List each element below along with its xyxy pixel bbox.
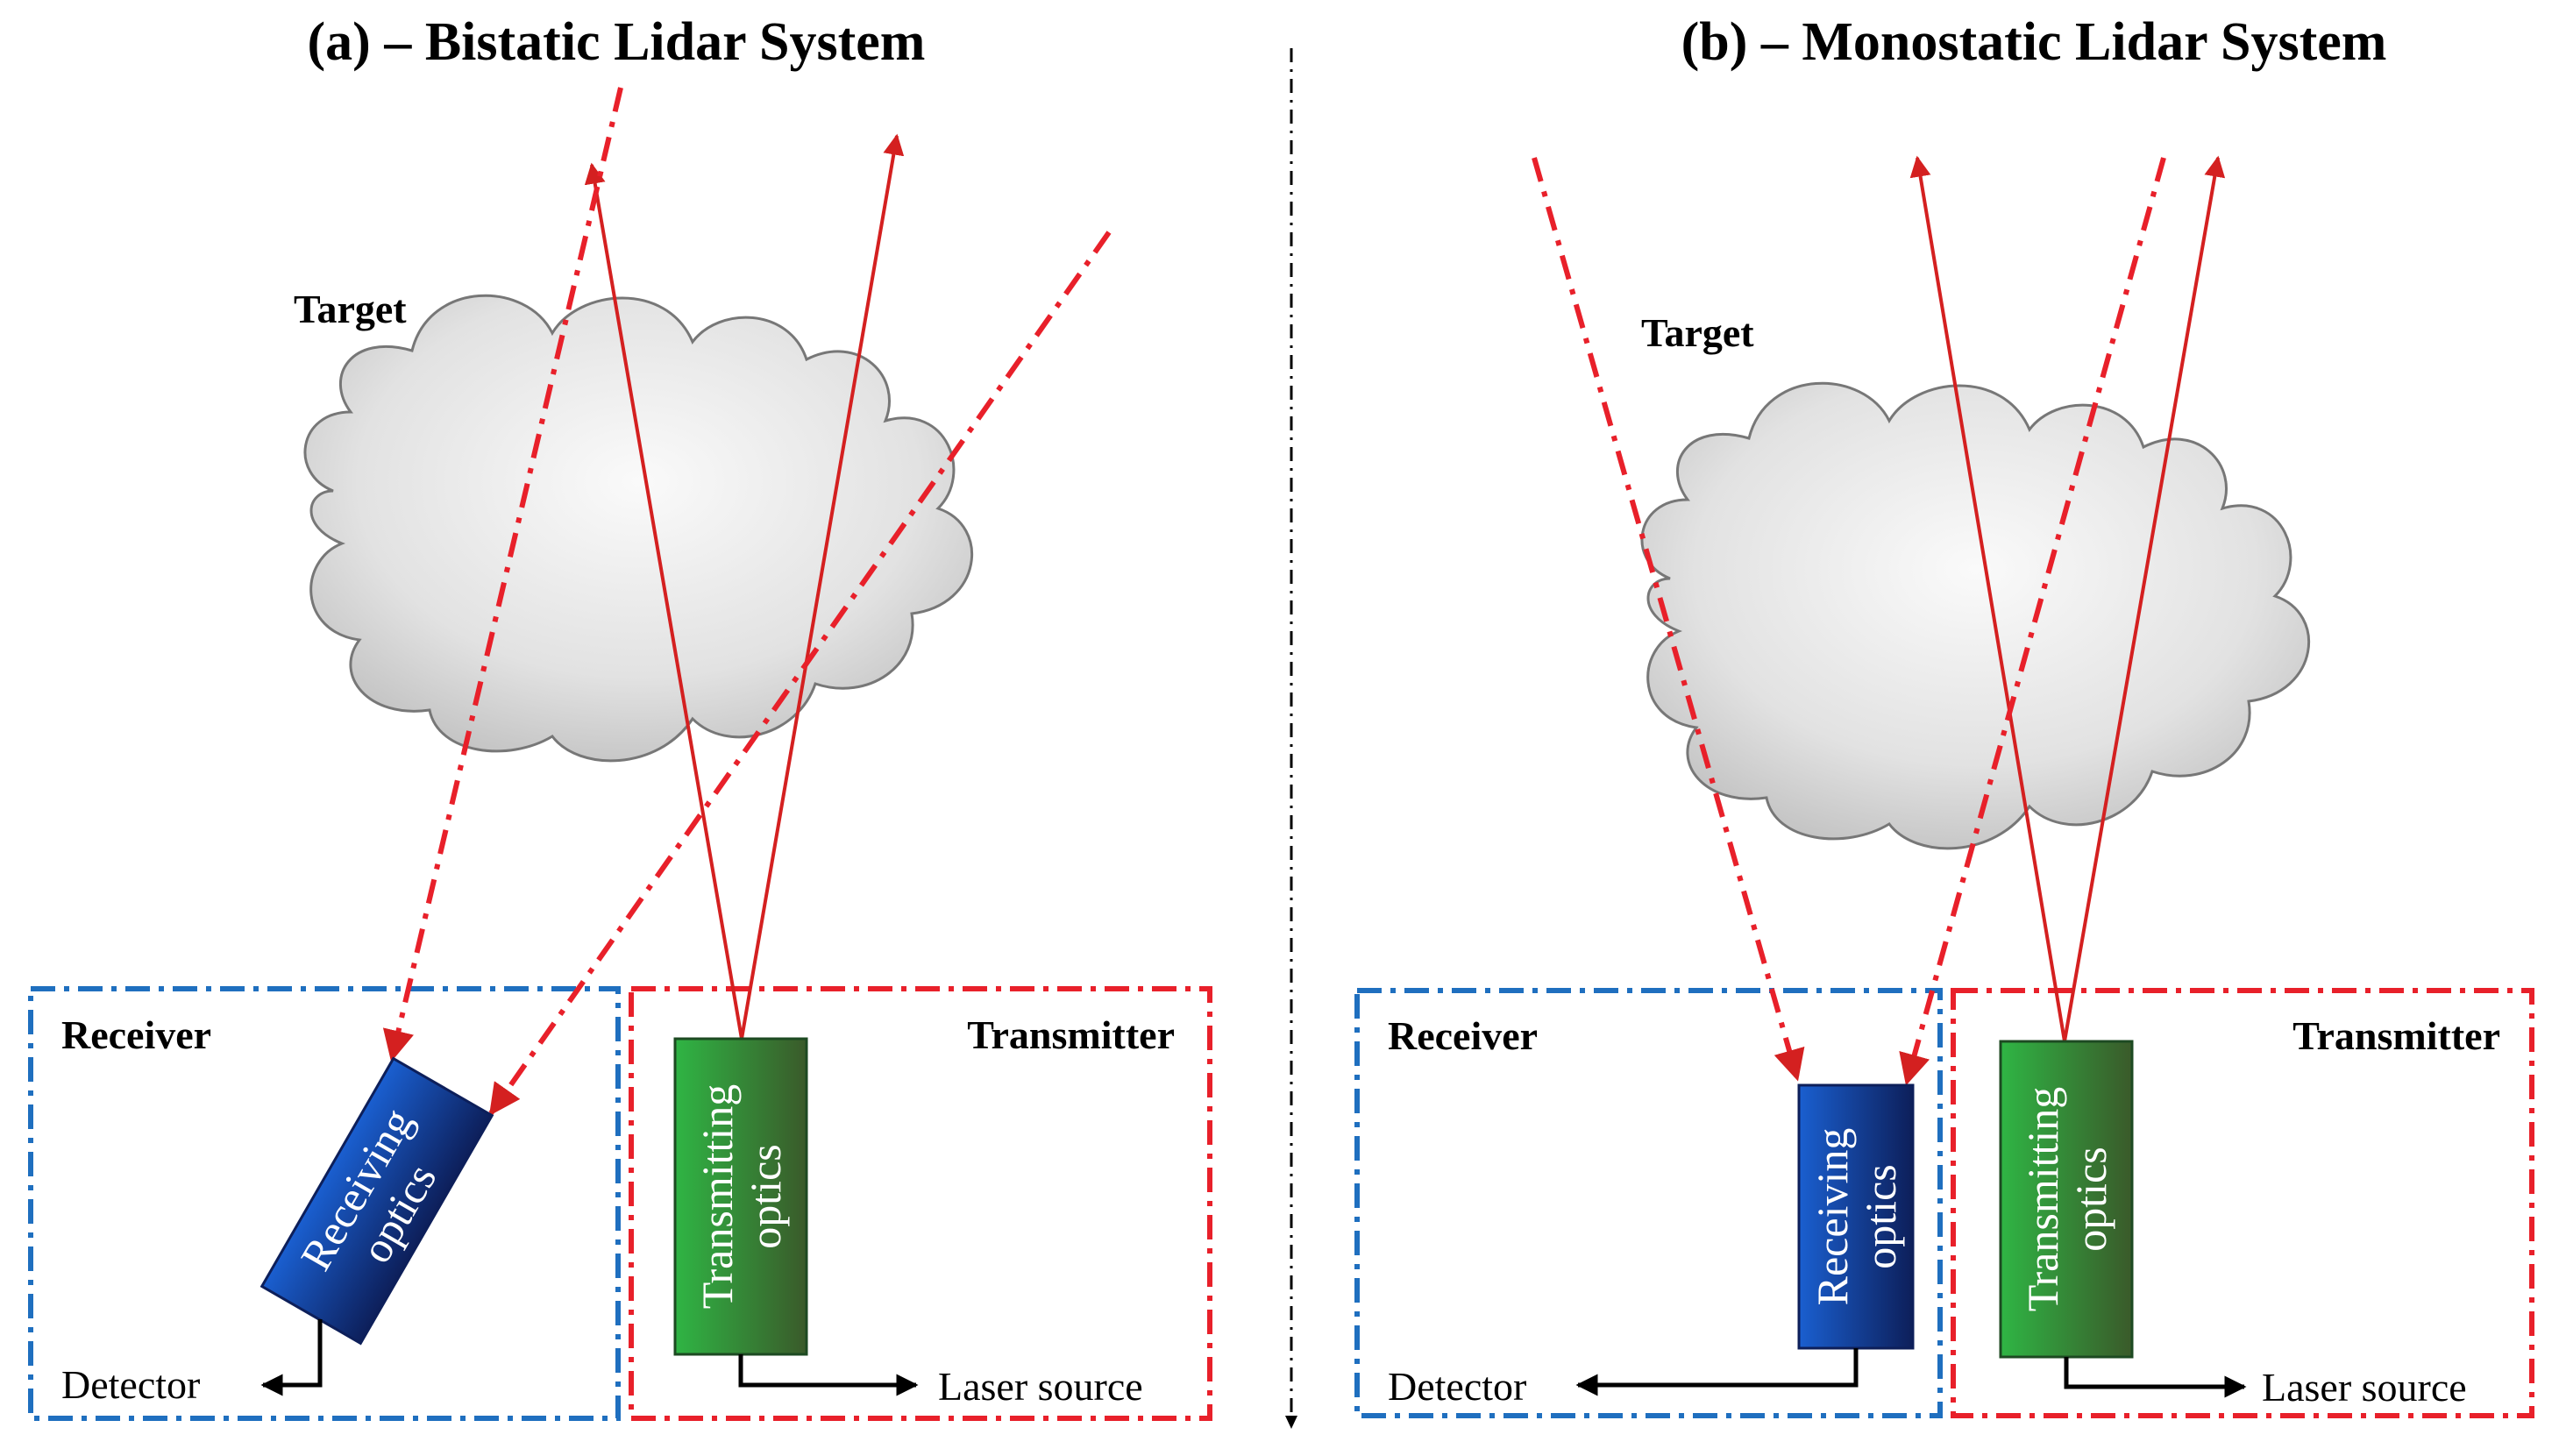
transmitted-beam-b2 xyxy=(2063,155,2226,1042)
transmitting-optics-a xyxy=(673,1037,808,1356)
transmitting-optics-line2-a: optics xyxy=(741,1144,790,1248)
target-label-a: Target xyxy=(294,287,407,331)
receiving-optics-b xyxy=(1797,1083,1915,1350)
receiver-box-b xyxy=(1354,988,1943,1418)
transmitter-box-a xyxy=(629,986,1212,1421)
panel-b: (b) – Monostatic Lidar System Target Rec… xyxy=(1354,12,2534,1418)
return-beam-b1 xyxy=(1532,157,1805,1082)
panel-b-title: (b) – Monostatic Lidar System xyxy=(1681,12,2387,72)
return-beam-a1 xyxy=(382,87,623,1062)
laser-source-label-a: Laser source xyxy=(938,1364,1143,1409)
target-cloud xyxy=(303,294,974,763)
receiving-optics-line2-b: optics xyxy=(1856,1164,1905,1268)
transmitting-optics-line2-b: optics xyxy=(2066,1147,2115,1251)
detector-label-b: Detector xyxy=(1388,1364,1526,1409)
transmitter-box-b xyxy=(1951,988,2534,1418)
transmitting-optics-b xyxy=(1999,1040,2134,1359)
laser-connector-b xyxy=(2064,1357,2247,1398)
detector-label-a: Detector xyxy=(61,1362,200,1407)
panel-a-title: (a) – Bistatic Lidar System xyxy=(308,12,926,72)
receiver-label-a: Receiver xyxy=(61,1012,211,1057)
transmitted-beam-a2 xyxy=(740,133,905,1040)
divider-arrow-icon xyxy=(1285,1416,1297,1429)
receiver-label-b: Receiver xyxy=(1388,1013,1538,1058)
receiving-optics-a: Receiving optics xyxy=(259,1056,494,1346)
target-cloud-b xyxy=(1640,381,2311,850)
receiving-optics-line1-b: Receiving xyxy=(1808,1128,1857,1306)
transmitter-label-a: Transmitter xyxy=(967,1012,1175,1057)
detector-connector-a xyxy=(260,1319,323,1396)
transmitting-optics-line1-a: Transmitting xyxy=(693,1084,742,1310)
laser-source-label-b: Laser source xyxy=(2262,1365,2467,1410)
transmitting-optics-line1-b: Transmitting xyxy=(2018,1087,2067,1312)
return-beam-b2 xyxy=(1899,157,2166,1086)
laser-connector-a xyxy=(738,1354,919,1396)
transmitted-beam-a1 xyxy=(584,162,743,1040)
target-label-b: Target xyxy=(1641,310,1754,355)
transmitted-beam-b1 xyxy=(1909,155,2066,1042)
receiver-box-a xyxy=(28,986,621,1421)
detector-connector-b xyxy=(1575,1348,1859,1396)
transmitter-label-b: Transmitter xyxy=(2292,1013,2500,1058)
panel-a: (a) – Bistatic Lidar System Target Recei… xyxy=(28,12,1212,1421)
